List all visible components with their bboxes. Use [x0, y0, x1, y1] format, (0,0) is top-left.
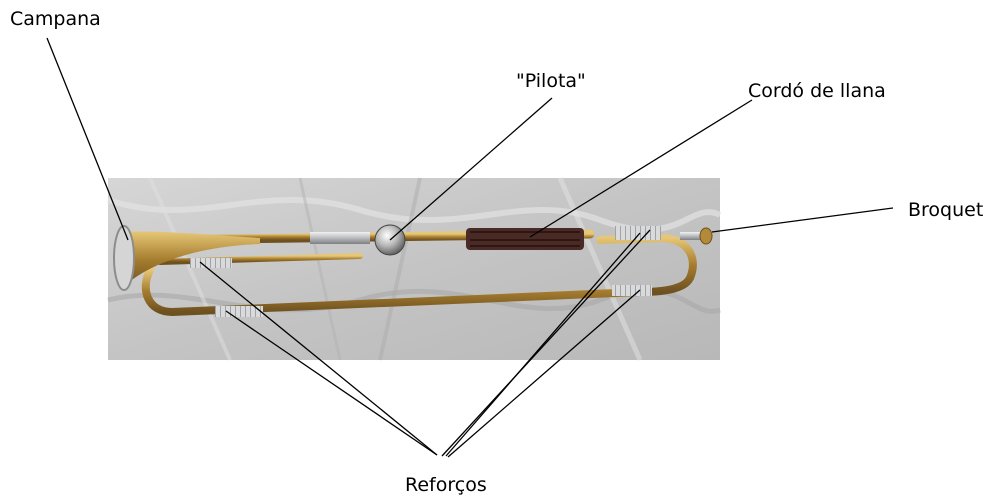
leader-line-broquet: [712, 208, 893, 232]
label-cordo-de-llana: Cordó de llana: [748, 82, 886, 101]
label-pilota: "Pilota": [516, 72, 586, 91]
label-broquet: Broquet: [908, 201, 983, 220]
photo-background: [108, 178, 720, 360]
label-reforcos: Reforços: [405, 476, 487, 495]
leader-line-campana: [47, 38, 128, 240]
label-campana: Campana: [10, 10, 101, 29]
